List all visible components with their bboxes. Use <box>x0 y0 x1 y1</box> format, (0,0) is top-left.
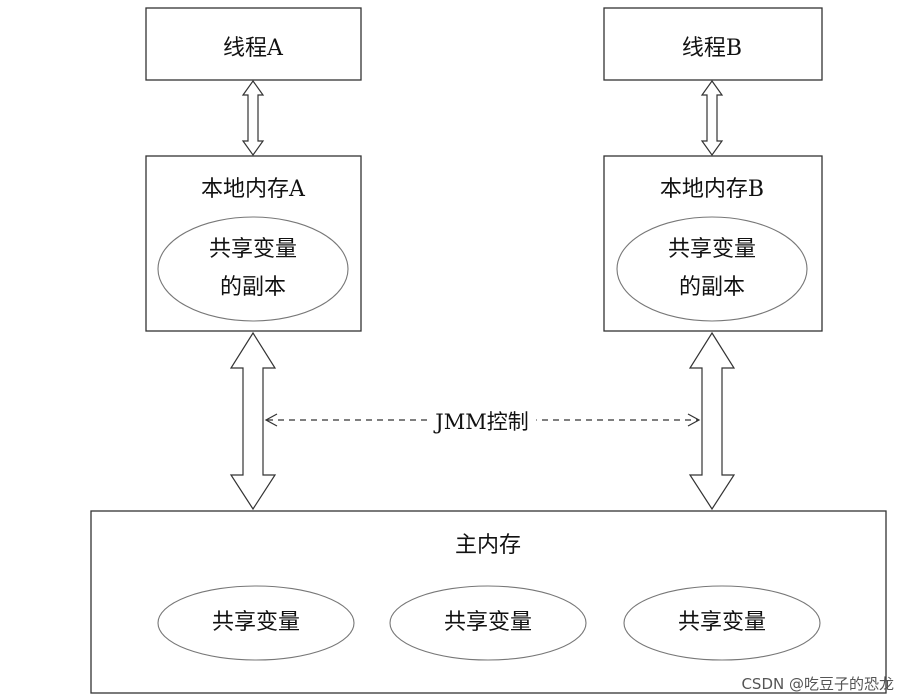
main-shared-variable-ellipse-3 <box>623 585 821 661</box>
jmm-left-arrowhead <box>264 413 278 427</box>
local-memory-a-copy-ellipse <box>157 216 349 322</box>
main-shared-variable-label-2: 共享变量 <box>443 610 533 635</box>
thread-b-double-arrow <box>700 79 724 157</box>
thread-a-box <box>145 7 362 81</box>
jmm-right-arrowhead <box>687 413 701 427</box>
local-memory-b-copy-line1: 共享变量 <box>667 237 757 262</box>
local-memory-a-title: 本地内存A <box>201 177 305 202</box>
main-shared-variable-label-1: 共享变量 <box>211 610 301 635</box>
local-a-main-double-arrow <box>229 331 277 511</box>
jmm-control-label: JMM控制 <box>427 406 537 436</box>
local-memory-a-copy-line2: 的副本 <box>219 275 287 300</box>
local-memory-b-copy-line2: 的副本 <box>678 275 746 300</box>
thread-a-double-arrow <box>241 79 265 157</box>
local-memory-b-title: 本地内存B <box>659 177 765 202</box>
thread-b-box <box>603 7 823 81</box>
thread-b-label: 线程B <box>681 36 743 61</box>
local-memory-b-copy-ellipse <box>616 216 808 322</box>
local-memory-a-copy-label: 共享变量 的副本 <box>209 231 297 307</box>
watermark-text: CSDN @吃豆子的恐龙 <box>741 675 894 693</box>
main-memory-title: 主内存 <box>454 533 522 558</box>
thread-a-label: 线程A <box>223 36 283 61</box>
local-memory-b-copy-label: 共享变量 的副本 <box>668 231 756 307</box>
local-memory-a-copy-line1: 共享变量 <box>208 237 298 262</box>
local-b-main-double-arrow <box>688 331 736 511</box>
main-shared-variable-ellipse-1 <box>157 585 355 661</box>
main-shared-variable-ellipse-2 <box>389 585 587 661</box>
main-shared-variable-label-3: 共享变量 <box>677 610 767 635</box>
